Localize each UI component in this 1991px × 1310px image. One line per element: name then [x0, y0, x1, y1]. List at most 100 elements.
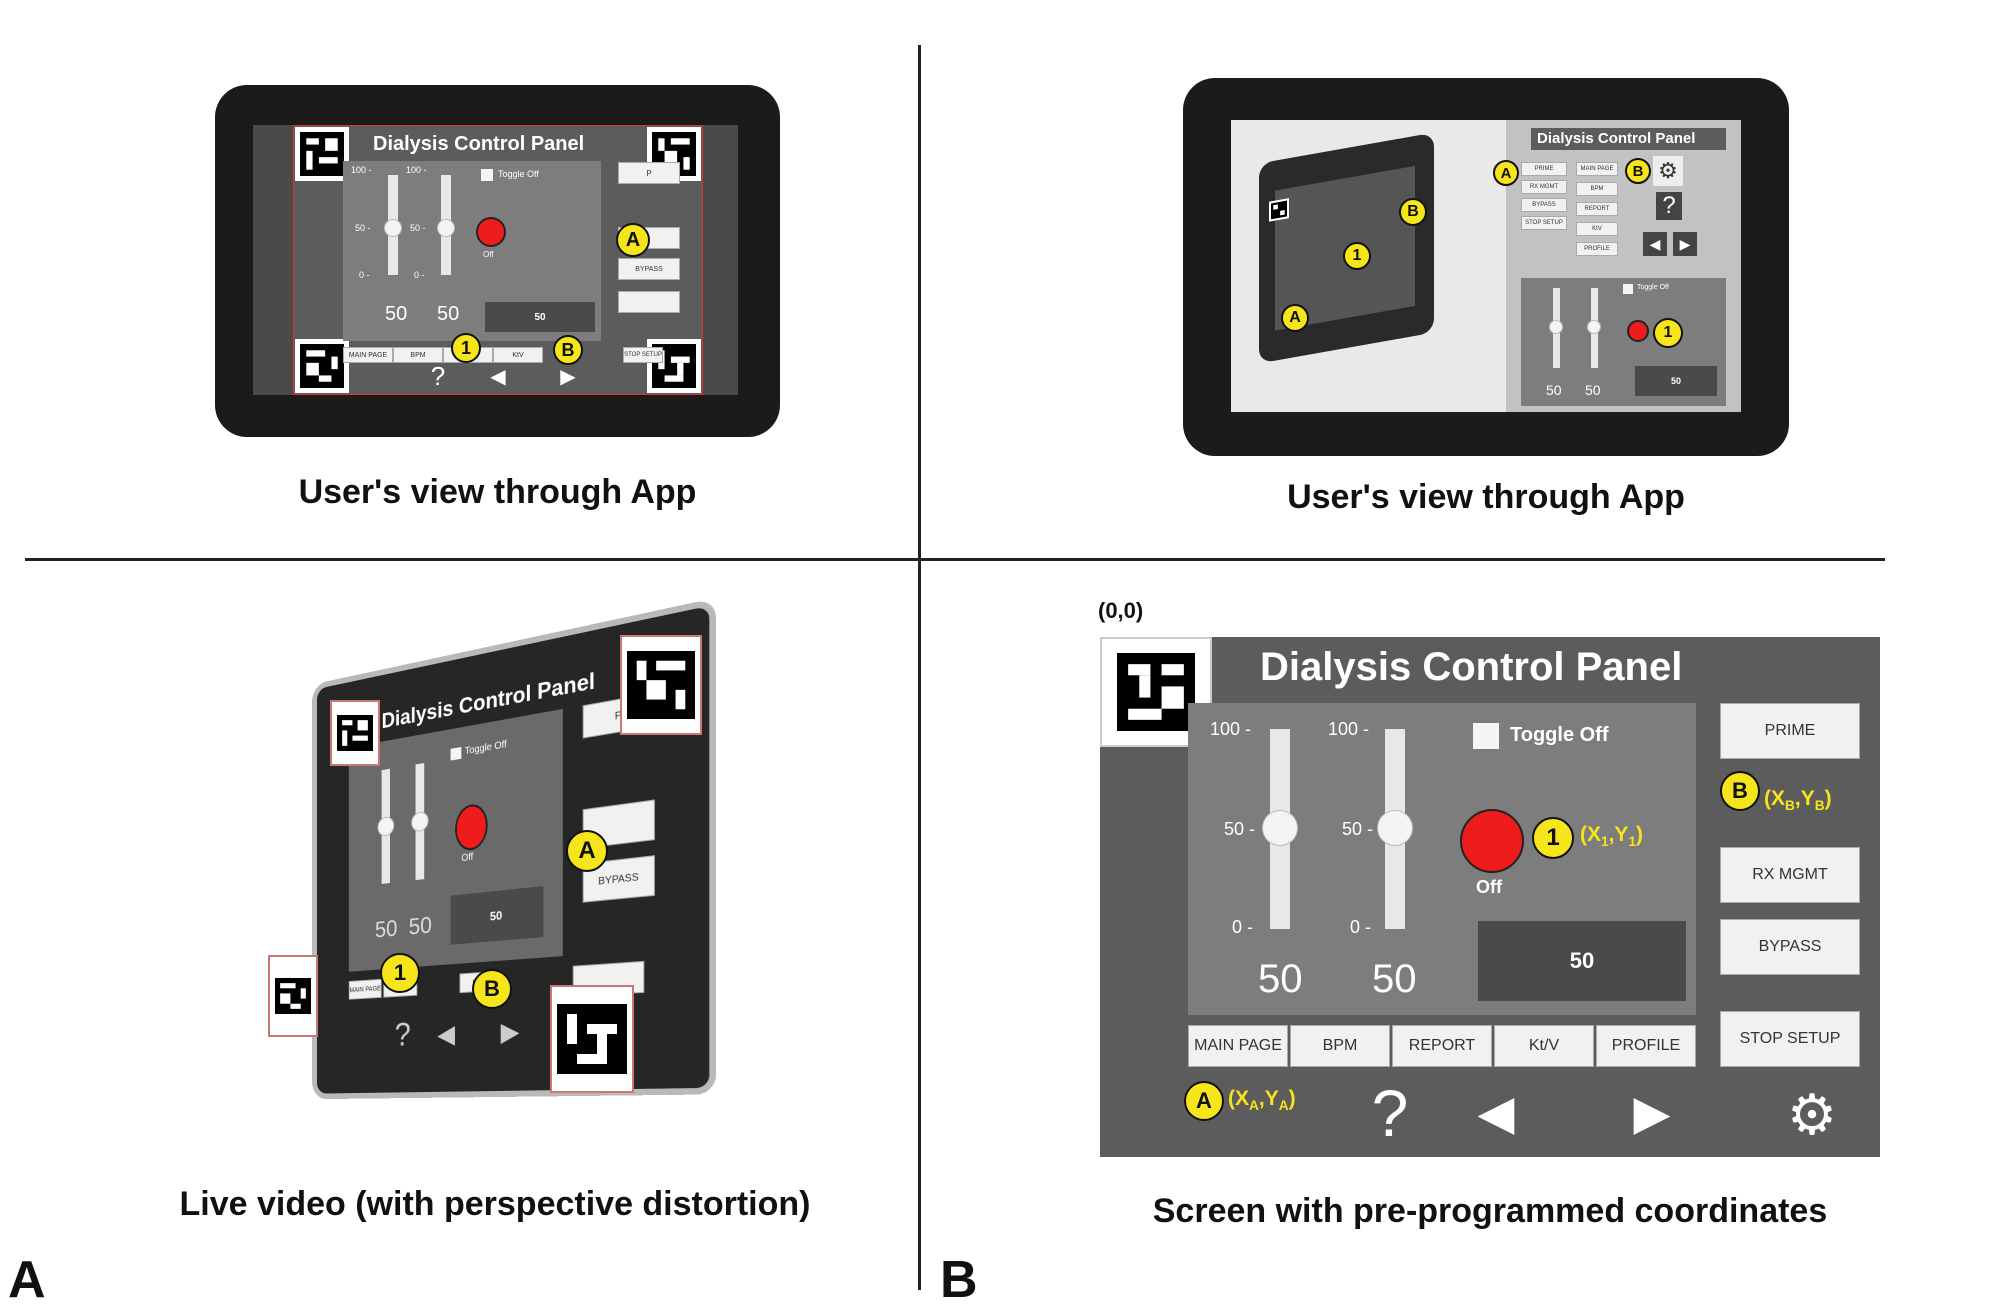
tick-100: 100 - — [406, 165, 427, 175]
slider-2-value: 50 — [437, 303, 460, 325]
badge-A: A — [1184, 1081, 1224, 1121]
mini-next-icon[interactable]: ▶ — [1673, 232, 1697, 256]
perspective-help-icon[interactable]: ? — [394, 1015, 411, 1053]
toggle-checkbox[interactable] — [1473, 723, 1499, 749]
settings-gear-icon[interactable]: ⚙ — [1786, 1083, 1838, 1146]
vertical-divider — [918, 45, 921, 1290]
side-button-prime[interactable]: P — [618, 162, 680, 184]
perspective-display: 50 — [450, 886, 544, 945]
horizontal-divider — [25, 558, 1885, 561]
mini-btn-bypass[interactable]: BYPASS — [1521, 198, 1567, 212]
rendered-tablet — [1259, 132, 1434, 364]
fiducial-marker-br — [647, 339, 701, 393]
rx-mgmt-button[interactable]: RX MGMT — [1720, 847, 1860, 903]
slider-2-knob[interactable] — [437, 219, 455, 237]
toggle-label: Toggle Off — [1510, 724, 1609, 746]
mini-value-2: 50 — [1585, 382, 1601, 398]
badge-A: A — [1281, 304, 1309, 332]
badge-B: B — [1720, 771, 1760, 811]
mini-value-1: 50 — [1546, 382, 1562, 398]
perspective-marker-tr — [620, 635, 702, 735]
prev-arrow-icon[interactable]: ◀ — [490, 365, 506, 388]
power-button[interactable] — [476, 217, 506, 247]
tick-0: 0 - — [414, 270, 425, 280]
mini-btn-stop[interactable]: STOP SETUP — [1521, 216, 1567, 230]
panel-title: Dialysis Control Panel — [373, 133, 585, 155]
tab-profile[interactable]: PROFILE — [1596, 1025, 1696, 1067]
full-control-panel: Dialysis Control Panel 100 - 50 - 0 - 50… — [1100, 637, 1880, 1157]
side-button-bypass[interactable]: BYPASS — [618, 258, 680, 280]
tab-main-page[interactable]: MAIN PAGE — [1188, 1025, 1288, 1067]
bypass-button[interactable]: BYPASS — [1720, 919, 1860, 975]
slider-2-knob[interactable] — [1377, 810, 1413, 846]
perspective-tab-main[interactable]: MAIN PAGE — [348, 978, 382, 1000]
tablet-top-left: Dialysis Control Panel 100 - 50 - 0 - 10… — [215, 85, 780, 437]
prev-arrow-icon[interactable]: ◀ — [1477, 1087, 1515, 1140]
tab-stop-setup[interactable]: STOP SETUP — [623, 347, 663, 363]
mini-toggle-label: Toggle Off — [1637, 284, 1669, 291]
slider-1-knob[interactable] — [1262, 810, 1298, 846]
side-button-stop[interactable] — [618, 291, 680, 313]
tab-report[interactable]: REPORT — [1392, 1025, 1492, 1067]
tab-bpm[interactable]: BPM — [1290, 1025, 1390, 1067]
mini-grid-bpm[interactable]: BPM — [1576, 182, 1618, 196]
perspective-prev-icon[interactable]: ◀ — [437, 1018, 456, 1049]
fiducial-marker-tl — [295, 127, 349, 181]
caption-top-left: User's view through App — [298, 473, 697, 511]
mini-grid-main[interactable]: MAIN PAGE — [1576, 162, 1618, 176]
perspective-marker-tl — [330, 700, 380, 766]
mini-btn-prime[interactable]: PRIME — [1521, 162, 1567, 176]
help-icon[interactable]: ? — [1371, 1076, 1409, 1150]
mini-title: Dialysis Control Panel — [1537, 130, 1696, 147]
badge-1: 1 — [380, 953, 420, 993]
panel-letter-A: A — [8, 1251, 46, 1309]
fiducial-marker-origin — [1100, 637, 1212, 747]
next-arrow-icon[interactable]: ▶ — [560, 365, 576, 388]
slider-2-tick-100: 100 - — [1328, 719, 1370, 739]
caption-top-right: User's view through App — [1287, 478, 1685, 516]
slider-2-tick-0: 0 - — [1350, 917, 1372, 937]
slider-1-knob[interactable] — [384, 219, 402, 237]
fiducial-marker-bl — [295, 339, 349, 393]
slider-1-value: 50 — [1258, 957, 1303, 1001]
mini-knob-1[interactable] — [1549, 320, 1563, 334]
mini-toggle[interactable] — [1623, 284, 1633, 294]
tab-ktv[interactable]: Kt/V — [1494, 1025, 1594, 1067]
slider-1-value: 50 — [385, 303, 408, 325]
mini-grid-profile[interactable]: PROFILE — [1576, 242, 1618, 256]
toggle-checkbox[interactable] — [481, 169, 493, 181]
help-icon[interactable]: ? — [430, 360, 446, 391]
next-arrow-icon[interactable]: ▶ — [1633, 1087, 1671, 1140]
badge-B: B — [472, 969, 512, 1009]
tablet-top-left-screen: Dialysis Control Panel 100 - 50 - 0 - 10… — [253, 125, 738, 395]
badge-A: A — [1493, 160, 1519, 186]
prime-button[interactable]: PRIME — [1720, 703, 1860, 759]
slider-1-tick-50: 50 - — [1224, 819, 1256, 839]
badge-1: 1 — [1532, 817, 1574, 859]
power-state-label: Off — [483, 250, 494, 259]
mini-title-bar — [1531, 128, 1726, 150]
badge-1: 1 — [1653, 318, 1683, 348]
coord-B: (XB,YB) — [1764, 787, 1832, 814]
mini-gear-icon[interactable]: ⚙ — [1653, 156, 1683, 186]
panel-letter-B: B — [940, 1251, 978, 1309]
stop-setup-button[interactable]: STOP SETUP — [1720, 1011, 1860, 1067]
slider-2-value: 50 — [1372, 957, 1417, 1001]
tab-ktv[interactable]: KtV — [493, 347, 543, 363]
mini-btn-rx[interactable]: RX MGMT — [1521, 180, 1567, 194]
mini-power-button[interactable] — [1627, 320, 1649, 342]
mini-grid-report[interactable]: REPORT — [1576, 202, 1618, 216]
perspective-marker-br — [550, 985, 634, 1093]
badge-B: B — [1399, 198, 1427, 226]
mini-knob-2[interactable] — [1587, 320, 1601, 334]
tab-main-page[interactable]: MAIN PAGE — [343, 347, 393, 363]
mini-grid-ktv[interactable]: KtV — [1576, 222, 1618, 236]
tab-bpm[interactable]: BPM — [393, 347, 443, 363]
mini-prev-icon[interactable]: ◀ — [1643, 232, 1667, 256]
perspective-next-icon[interactable]: ▶ — [500, 1015, 520, 1047]
mini-help-icon[interactable]: ? — [1656, 192, 1682, 220]
badge-1: 1 — [1343, 242, 1371, 270]
power-button[interactable] — [1460, 809, 1524, 873]
perspective-toggle[interactable] — [450, 746, 462, 761]
rendered-marker — [1269, 198, 1289, 222]
